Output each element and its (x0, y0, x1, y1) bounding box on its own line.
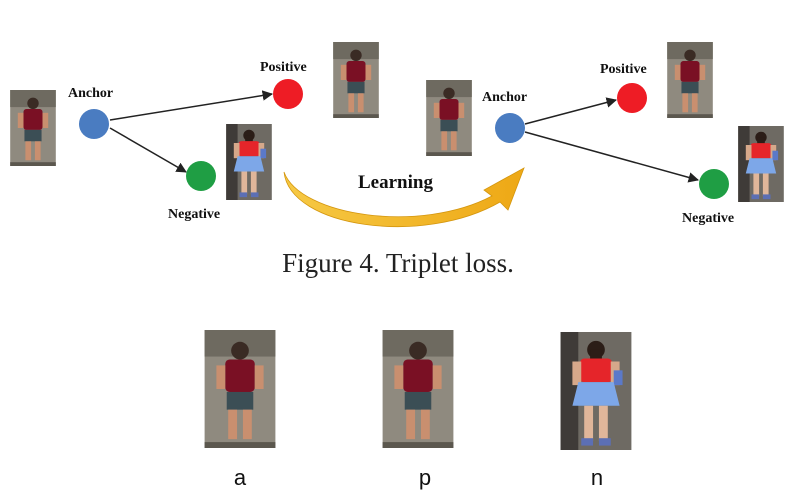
negative-node (186, 161, 216, 191)
negative-photo (226, 124, 272, 200)
sample-a-label: a (233, 465, 247, 490)
sample-photos (204, 330, 632, 450)
anchor-label: Anchor (482, 90, 527, 105)
anchor-node (495, 113, 525, 143)
negative-label: Negative (682, 211, 734, 226)
anchor-photo (426, 80, 472, 156)
anchor-label: Anchor (68, 86, 113, 101)
positive-label: Positive (260, 60, 307, 75)
positive-node (617, 83, 647, 113)
learning-label: Learning (358, 172, 433, 193)
anchor-to-positive-arrow (109, 90, 274, 121)
anchor-photo (10, 90, 56, 166)
negative-node (699, 169, 729, 199)
anchor-to-positive-arrow (524, 97, 618, 125)
learning-arrow: Learning (283, 167, 525, 227)
positive-node (273, 79, 303, 109)
sample-n-label: n (590, 465, 604, 490)
arrow-icon (283, 167, 525, 227)
left-triplet: Anchor Positive Negative (10, 42, 379, 222)
negative-photo (738, 126, 784, 202)
positive-photo (667, 42, 713, 118)
right-triplet: Anchor Positive Negative (426, 42, 784, 226)
sample-p-photo (382, 330, 454, 448)
figure-caption: Figure 4. Triplet loss. (282, 248, 514, 278)
anchor-to-negative-arrow (524, 131, 700, 183)
positive-label: Positive (600, 62, 647, 77)
sample-p-label: p (418, 465, 432, 490)
anchor-to-negative-arrow (109, 127, 187, 173)
sample-n-photo (560, 332, 632, 450)
positive-photo (333, 42, 379, 118)
negative-label: Negative (168, 207, 220, 222)
sample-a-photo (204, 330, 276, 448)
anchor-node (79, 109, 109, 139)
